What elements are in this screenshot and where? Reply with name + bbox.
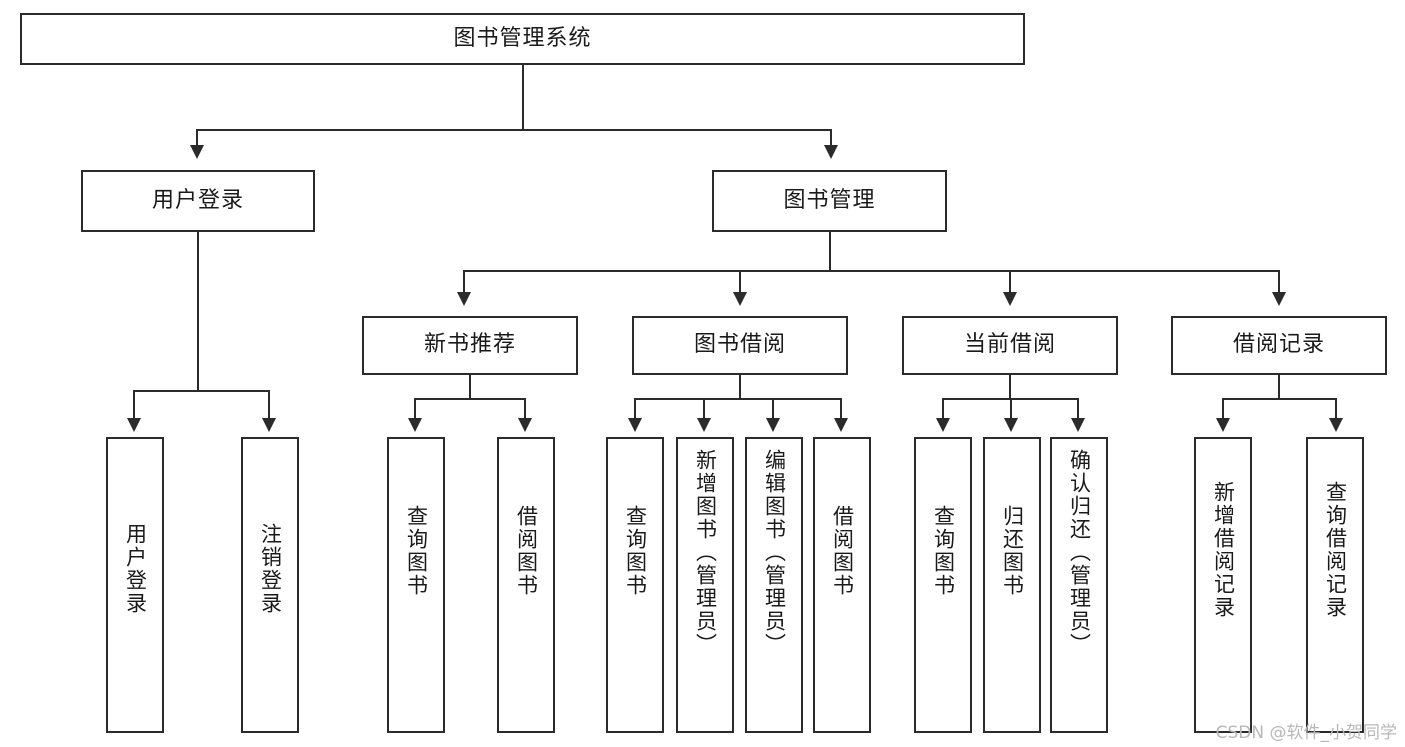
arrowhead-book-manage <box>824 145 838 159</box>
connector-to-new-book <box>463 270 465 294</box>
node-label: 图书管理 <box>783 187 876 213</box>
connector-book-borrow-stem <box>739 375 741 400</box>
leaf-query-book-recommend[interactable]: 查询图书 <box>387 437 445 733</box>
arrowhead-leaf-logout <box>262 418 276 432</box>
leaf-borrow-book[interactable]: 借阅图书 <box>813 437 871 733</box>
arrowhead-br-leaf2 <box>1329 418 1343 432</box>
connector-user-login-stem <box>197 232 199 392</box>
arrowhead-bb-leaf4 <box>834 418 848 432</box>
leaf-query-book-borrow[interactable]: 查询图书 <box>606 437 664 733</box>
connector-user-login-leaf2 <box>268 390 270 420</box>
leaf-label: 借阅图书 <box>514 505 539 597</box>
leaf-label: 新增借阅记录 <box>1211 481 1236 619</box>
connector-to-book-borrow <box>739 270 741 294</box>
arrowhead-borrow-record <box>1272 292 1286 306</box>
arrowhead-new-book <box>457 292 471 306</box>
leaf-label: 注销登录 <box>258 523 283 615</box>
node-label: 借阅记录 <box>1232 332 1325 358</box>
node-label: 图书借阅 <box>693 332 786 358</box>
connector-new-book-leaf1 <box>414 398 416 420</box>
node-label: 当前借阅 <box>963 332 1056 358</box>
connector-current-borrow-stem <box>1009 375 1011 400</box>
arrowhead-leaf-user-login <box>127 418 141 432</box>
leaf-label: 归还图书 <box>1000 505 1025 597</box>
connector-bb-leaf1 <box>634 398 636 420</box>
connector-new-book-leaf2 <box>524 398 526 420</box>
connector-cb-leaf2 <box>1010 398 1012 420</box>
leaf-logout[interactable]: 注销登录 <box>241 437 299 733</box>
leaf-user-login[interactable]: 用户登录 <box>106 437 164 733</box>
arrowhead-current-borrow <box>1003 292 1017 306</box>
node-book-manage[interactable]: 图书管理 <box>712 170 947 232</box>
arrowhead-book-borrow <box>733 292 747 306</box>
leaf-add-borrow-record[interactable]: 新增借阅记录 <box>1194 437 1252 733</box>
connector-cb-leaf1 <box>942 398 944 420</box>
connector-bb-leaf2 <box>703 398 705 420</box>
connector-br-leaf1 <box>1222 398 1224 420</box>
connector-to-borrow-record <box>1278 270 1280 294</box>
node-book-borrow[interactable]: 图书借阅 <box>632 316 848 375</box>
arrowhead-bb-leaf1 <box>628 418 642 432</box>
leaf-label: 新增图书（管理员） <box>693 449 718 656</box>
connector-book-manage-stem <box>829 232 831 272</box>
leaf-label: 查询图书 <box>623 505 648 597</box>
arrowhead-nb-leaf1 <box>408 418 422 432</box>
leaf-label: 查询借阅记录 <box>1323 481 1348 619</box>
connector-bb-leaf3 <box>772 398 774 420</box>
leaf-edit-book-admin[interactable]: 编辑图书（管理员） <box>745 437 803 733</box>
connector-cb-leaf3 <box>1077 398 1079 420</box>
leaf-return-book[interactable]: 归还图书 <box>983 437 1041 733</box>
leaf-label: 借阅图书 <box>830 505 855 597</box>
leaf-add-book-admin[interactable]: 新增图书（管理员） <box>676 437 734 733</box>
leaf-label: 查询图书 <box>404 505 429 597</box>
connector-root-to-user-login <box>196 129 198 147</box>
leaf-borrow-book-recommend[interactable]: 借阅图书 <box>497 437 555 733</box>
connector-to-current-borrow <box>1009 270 1011 294</box>
connector-user-login-bus <box>133 390 268 392</box>
leaf-label: 确认归还（管理员） <box>1067 449 1092 656</box>
node-label: 图书管理系统 <box>453 25 592 51</box>
leaf-label: 编辑图书（管理员） <box>762 449 787 656</box>
node-root-system[interactable]: 图书管理系统 <box>20 13 1025 65</box>
arrowhead-user-login <box>190 145 204 159</box>
node-label: 用户登录 <box>151 187 244 213</box>
node-label: 新书推荐 <box>423 332 516 358</box>
connector-root-stem <box>522 65 524 130</box>
arrowhead-br-leaf1 <box>1216 418 1230 432</box>
arrowhead-cb-leaf3 <box>1071 418 1085 432</box>
connector-borrow-record-bus <box>1222 398 1337 400</box>
arrowhead-bb-leaf2 <box>697 418 711 432</box>
arrowhead-nb-leaf2 <box>518 418 532 432</box>
leaf-label: 查询图书 <box>931 505 956 597</box>
connector-br-leaf2 <box>1335 398 1337 420</box>
connector-level3-bus <box>463 270 1280 272</box>
node-borrow-record[interactable]: 借阅记录 <box>1171 316 1387 375</box>
leaf-label: 用户登录 <box>123 523 148 615</box>
node-current-borrow[interactable]: 当前借阅 <box>902 316 1118 375</box>
arrowhead-bb-leaf3 <box>766 418 780 432</box>
arrowhead-cb-leaf2 <box>1004 418 1018 432</box>
connector-borrow-record-stem <box>1278 375 1280 400</box>
connector-root-bus <box>196 129 832 131</box>
connector-new-book-bus <box>414 398 526 400</box>
connector-book-borrow-bus <box>634 398 842 400</box>
leaf-confirm-return-admin[interactable]: 确认归还（管理员） <box>1050 437 1108 733</box>
arrowhead-cb-leaf1 <box>936 418 950 432</box>
connector-root-to-book-manage <box>830 129 832 147</box>
connector-user-login-leaf1 <box>133 390 135 420</box>
connector-bb-leaf4 <box>840 398 842 420</box>
node-user-login[interactable]: 用户登录 <box>81 170 315 232</box>
leaf-query-borrow-record[interactable]: 查询借阅记录 <box>1306 437 1364 733</box>
leaf-query-book-current[interactable]: 查询图书 <box>914 437 972 733</box>
node-new-book-recommend[interactable]: 新书推荐 <box>362 316 578 375</box>
connector-new-book-stem <box>469 375 471 400</box>
csdn-watermark: CSDN @软件_小贺同学 <box>1215 723 1397 743</box>
